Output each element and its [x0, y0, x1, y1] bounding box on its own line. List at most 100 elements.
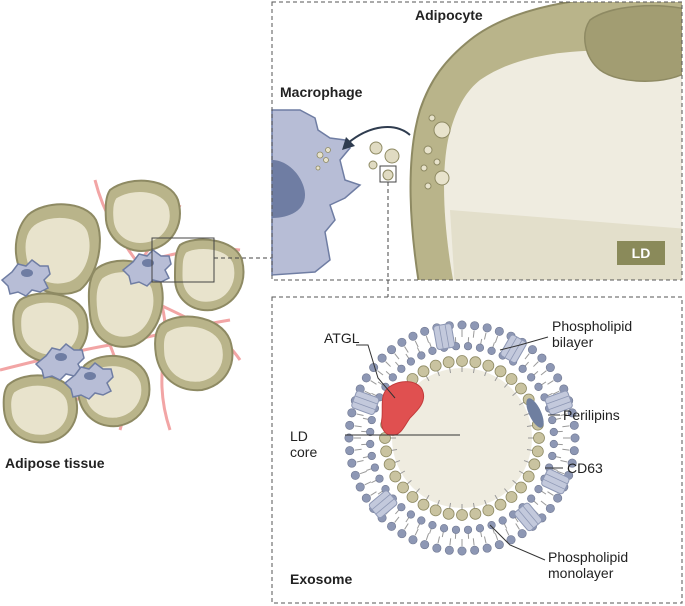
monolayer-head	[429, 359, 442, 372]
monolayer-tail	[425, 375, 430, 382]
bilayer-tail	[370, 380, 377, 385]
monolayer-tail	[518, 401, 525, 406]
monolayer-tail	[425, 494, 430, 501]
monolayer-head	[380, 445, 393, 458]
bilayer-outer-head	[537, 353, 547, 363]
monolayer-tail	[504, 488, 509, 494]
bilayer-outer-head	[345, 420, 355, 430]
monolayer-head	[442, 356, 455, 369]
bilayer-outer-head	[470, 321, 480, 331]
bilayer-outer-head	[444, 545, 454, 555]
bilayer-tail	[364, 481, 372, 486]
atgl-label: ATGL	[324, 330, 360, 346]
cd63-helix	[371, 493, 391, 510]
cd63-protein	[500, 334, 527, 364]
bilayer-outer-head	[347, 458, 357, 468]
bilayer-inner-head	[534, 485, 543, 494]
monolayer-tail	[504, 382, 509, 388]
bilayer-outer-head	[377, 353, 387, 363]
bilayer-outer-head	[567, 458, 577, 468]
bilayer-tail	[414, 528, 419, 536]
bilayer-tail	[540, 370, 547, 376]
ld-core-label-line2: core	[290, 444, 318, 460]
bilayer-tail	[404, 523, 409, 530]
bilayer-inner-head	[428, 346, 437, 355]
bilayer-tail	[356, 459, 364, 463]
phospholipid-monolayer-label-line1: Phospholipid	[548, 549, 629, 565]
monolayer-head	[528, 458, 541, 471]
ld-badge: LD	[617, 241, 665, 265]
monolayer-tail	[394, 460, 401, 464]
monolayer-head	[505, 373, 518, 385]
cd63-helix	[375, 498, 395, 515]
bilayer-tail	[547, 491, 554, 496]
monolayer-head	[469, 356, 482, 369]
bilayer-outer-head	[387, 345, 397, 355]
bilayer-tail	[385, 361, 391, 367]
bilayer-outer-head	[408, 535, 418, 545]
bilayer-tail	[494, 533, 499, 541]
exosome-panel	[271, 296, 683, 604]
cd63-helix	[352, 401, 376, 411]
bilayer-outer-head	[361, 493, 371, 503]
bilayer-outer-head	[355, 482, 365, 492]
bilayer-outer-head	[570, 433, 580, 443]
bilayer-outer-head	[420, 540, 430, 550]
bilayer-outer-head	[432, 543, 442, 553]
monolayer-tail	[526, 425, 533, 428]
monolayer-head	[406, 491, 419, 503]
bilayer-tail	[562, 425, 570, 428]
bilayer-tail	[377, 370, 384, 376]
monolayer-tail	[523, 412, 530, 416]
cd63-helix	[543, 478, 566, 490]
macrophage-nucleus	[272, 160, 305, 218]
monolayer-tail	[512, 480, 518, 485]
budding-droplets	[420, 114, 451, 190]
cd63-protein	[368, 490, 398, 519]
bilayer-tail	[404, 346, 409, 353]
bilayer-inner-head	[397, 364, 406, 373]
bilayer-outer-head	[553, 373, 563, 383]
bilayer-tail	[552, 390, 560, 395]
bilayer-tail	[370, 491, 377, 496]
bilayer-outer-head	[553, 493, 563, 503]
bilayer-tail	[494, 335, 499, 343]
leader-lines	[345, 336, 563, 561]
monolayer-tail	[399, 470, 406, 475]
bilayer-tail	[425, 533, 430, 541]
bilayer-outer-head	[457, 320, 467, 330]
bilayer-inner-head	[439, 524, 449, 533]
tissue-zoom-box	[151, 237, 215, 283]
bilayer-inner-head	[475, 343, 485, 352]
monolayer-head	[494, 498, 507, 511]
adipocyte-panel-border	[271, 1, 683, 281]
bilayer-inner-head	[549, 439, 558, 449]
bilayer-inner-head	[527, 373, 536, 382]
bilayer-tail	[540, 500, 547, 506]
cd63-protein	[433, 323, 456, 350]
bilayer-inner-head	[428, 521, 437, 530]
monolayer-tail	[472, 367, 475, 374]
bilayer-tail	[472, 330, 475, 338]
bilayer-inner-head	[406, 357, 415, 366]
bilayer-inner-head	[367, 451, 376, 461]
released-exosomes	[368, 141, 400, 181]
bilayer-tail	[547, 380, 554, 385]
bilayer-inner-head	[549, 427, 558, 437]
bilayer-tail	[394, 516, 400, 523]
monolayer-head	[515, 382, 527, 395]
bilayer-tail	[524, 353, 530, 360]
bilayer-tail	[505, 528, 510, 536]
monolayer-head	[515, 481, 527, 494]
bilayer-tail	[472, 538, 475, 546]
monolayer-head	[456, 355, 468, 367]
bilayer-inner-head	[487, 521, 496, 530]
bilayer-outer-head	[420, 326, 430, 336]
bilayer-inner-head	[548, 451, 557, 461]
monolayer-head	[417, 365, 430, 378]
bilayer-tail	[560, 459, 568, 463]
monolayer-head	[456, 509, 468, 521]
cd63-helix	[545, 473, 568, 485]
monolayer-tail	[436, 370, 440, 377]
tissue-macrophages	[0, 249, 172, 400]
